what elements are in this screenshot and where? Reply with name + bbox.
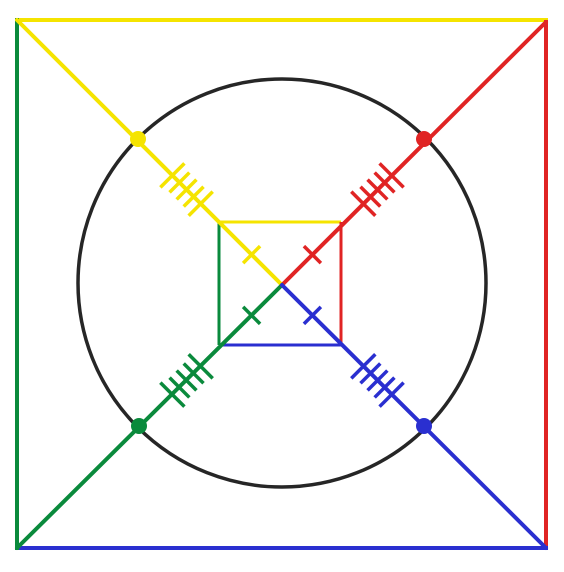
tick-mark-green [159, 381, 186, 408]
diagonal-green [15, 283, 284, 550]
diagonal-red [280, 20, 548, 287]
tick-mark-yellow [175, 178, 198, 201]
tick-mark-blue [350, 353, 377, 380]
outer-square [15, 18, 548, 550]
tick-mark-red [366, 178, 389, 201]
tick-mark-green [168, 376, 191, 399]
tick-mark-green [187, 353, 214, 380]
tick-mark-yellow [168, 171, 191, 194]
tick-mark-blue [302, 305, 323, 326]
circle-dots [130, 131, 432, 434]
dot-green [131, 418, 147, 434]
tick-mark-red [302, 244, 323, 265]
tick-mark-yellow [159, 162, 186, 189]
inner-square [217, 220, 343, 347]
diagonals [15, 18, 548, 550]
tick-mark-red [373, 171, 396, 194]
dot-yellow [130, 131, 146, 147]
diagonal-blue [280, 283, 548, 550]
tick-mark-red [378, 162, 405, 189]
tick-mark-blue [366, 369, 389, 392]
tick-mark-yellow [241, 244, 262, 265]
dot-red [416, 131, 432, 147]
tick-mark-clusters [159, 162, 405, 408]
tick-mark-red [359, 185, 382, 208]
tick-mark-yellow [187, 190, 214, 217]
diagonal-yellow [15, 18, 284, 287]
tick-mark-green [175, 369, 198, 392]
tick-mark-blue [378, 381, 405, 408]
inscribed-circle [76, 77, 488, 489]
tick-mark-green [241, 305, 262, 326]
tick-mark-red [350, 190, 377, 217]
tick-mark-blue [359, 362, 382, 385]
dot-blue [416, 418, 432, 434]
tick-mark-green [182, 362, 205, 385]
tick-mark-blue [373, 376, 396, 399]
tick-mark-yellow [182, 185, 205, 208]
